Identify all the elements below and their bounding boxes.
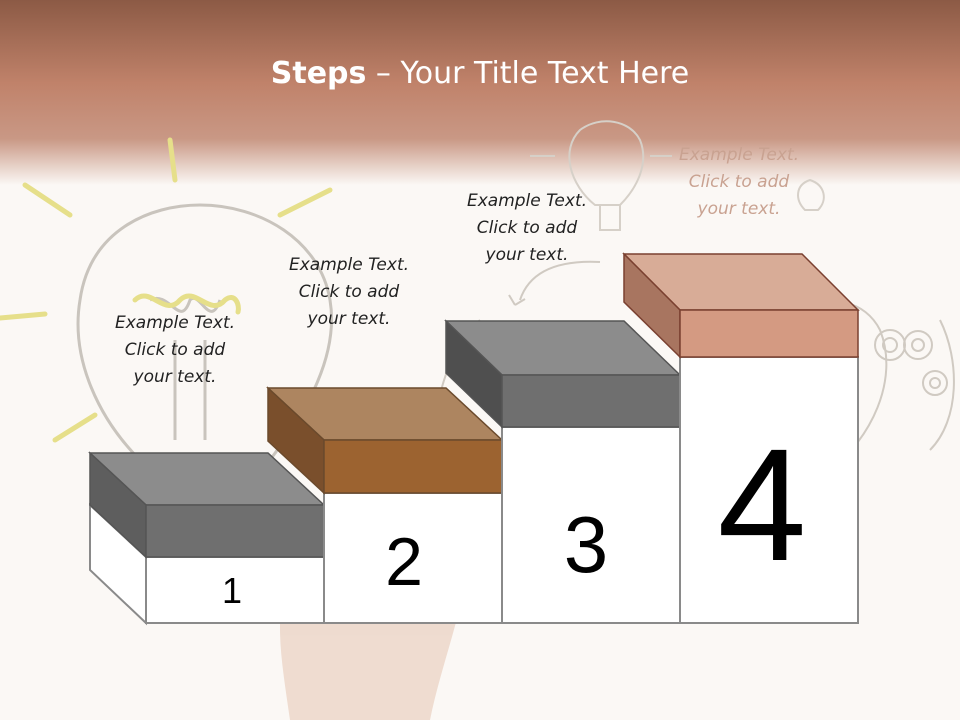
caption-line: your text. [307, 309, 391, 329]
lightbulb-sketch-icon [76, 203, 333, 462]
step-2[interactable]: 2 [266, 386, 504, 624]
step-4[interactable]: 4 [622, 252, 860, 624]
caption-line: Example Text. [678, 145, 800, 165]
step-4-caption[interactable]: Example Text. Click to add your text. [654, 142, 824, 223]
title-rest: – Your Title Text Here [366, 56, 690, 91]
caption-line: Click to add [688, 172, 790, 192]
caption-line: Example Text. [114, 313, 236, 333]
caption-line: Click to add [298, 282, 400, 302]
bulb-glow-rays [0, 137, 333, 443]
step-3[interactable]: 3 [444, 319, 682, 624]
slide-title[interactable]: Steps – Your Title Text Here [0, 56, 960, 91]
small-bulb-icon [530, 120, 825, 231]
step-1-caption[interactable]: Example Text. Click to add your text. [90, 310, 260, 391]
step-2-number: 2 [385, 524, 423, 600]
caption-line: Click to add [124, 340, 226, 360]
caption-line: Click to add [476, 218, 578, 238]
caption-line: Example Text. [466, 191, 588, 211]
step-3-caption[interactable]: Example Text. Click to add your text. [442, 188, 612, 269]
caption-line: your text. [133, 367, 217, 387]
step-4-number: 4 [718, 415, 807, 594]
caption-line: your text. [697, 199, 781, 219]
step-1-number: 1 [222, 570, 242, 611]
step-1[interactable]: 1 [88, 451, 326, 626]
step-3-number: 3 [564, 500, 609, 589]
caption-line: your text. [485, 245, 569, 265]
title-bold: Steps [270, 56, 367, 91]
step-2-caption[interactable]: Example Text. Click to add your text. [264, 252, 434, 333]
caption-line: Example Text. [288, 255, 410, 275]
